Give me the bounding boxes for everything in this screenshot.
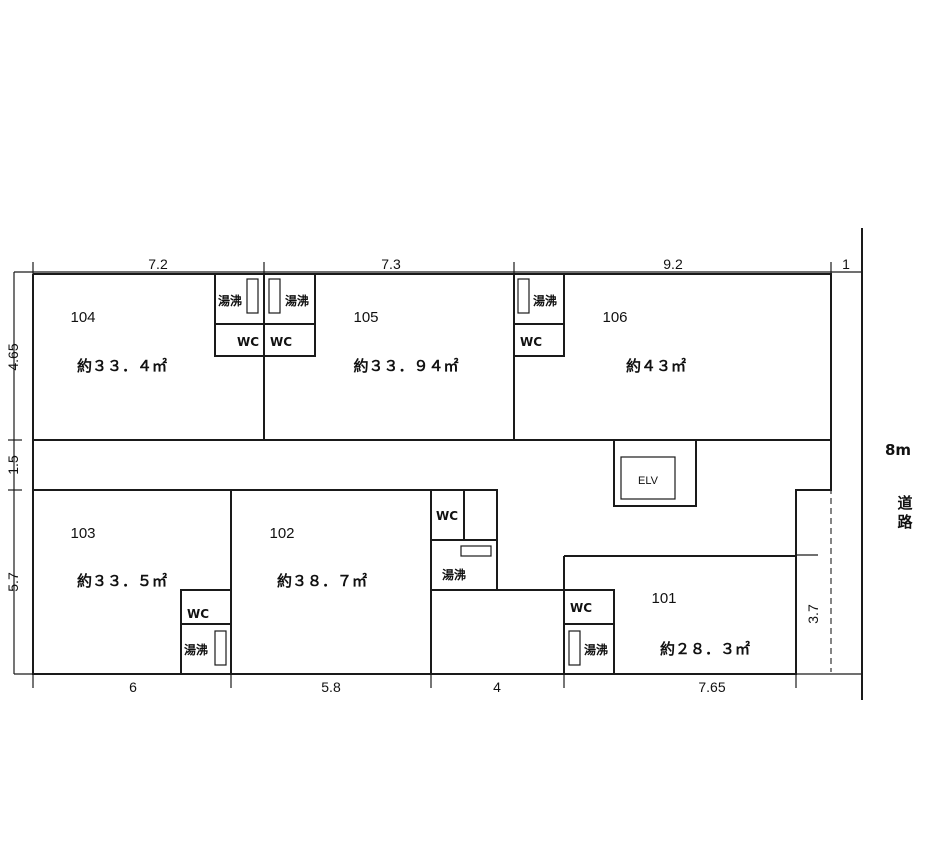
room-106-area: 約４３㎡ [626, 357, 686, 375]
road-width: 8m [885, 441, 911, 459]
room-105-area: 約３３．９４㎡ [353, 357, 458, 375]
room-105-number: 105 [353, 309, 378, 326]
water-heater-103: 湯沸 [184, 642, 208, 657]
room-101-number: 101 [651, 590, 676, 607]
dimension-top-3: 9.2 [663, 256, 683, 272]
building-walls [32, 273, 832, 675]
dimension-lines [8, 262, 862, 688]
dimension-top-1: 7.2 [148, 256, 168, 272]
dimension-right: 3.7 [805, 604, 821, 624]
elevator: ELV [613, 439, 697, 507]
water-heater-101: 湯沸 [584, 642, 608, 657]
elevator-label: ELV [638, 475, 659, 487]
road-label-1: 道 [897, 494, 912, 512]
water-heater-106: 湯沸 [533, 293, 557, 308]
wc-106: WC [520, 335, 542, 349]
dimension-left-2: 1.5 [5, 455, 21, 475]
room-104-area: 約３３．４㎡ [77, 357, 167, 375]
dimension-bottom-1: 6 [129, 679, 137, 695]
wc-104: WC [237, 335, 259, 349]
room-101-area: 約２８．３㎡ [660, 640, 750, 658]
fixtures-103: WC 湯沸 [180, 589, 232, 675]
road: 8m 道 路 [830, 228, 913, 700]
room-102-number: 102 [269, 525, 294, 542]
room-labels: 104 約３３．４㎡ 105 約３３．９４㎡ 106 約４３㎡ 103 約３３．… [70, 309, 750, 658]
water-heater-104: 湯沸 [218, 293, 242, 308]
fixtures-102: WC 湯沸 [430, 489, 498, 591]
wc-103: WC [187, 607, 209, 621]
wc-105: WC [270, 335, 292, 349]
dimension-bottom-2: 5.8 [321, 679, 341, 695]
dimension-left-3: 5.7 [5, 572, 21, 592]
dimension-top-4: 1 [842, 256, 850, 272]
dimension-labels: 7.2 7.3 9.2 1 6 5.8 4 7.65 4.65 1.5 5.7 … [5, 256, 850, 695]
water-heater-102: 湯沸 [442, 567, 466, 582]
room-102-area: 約３８．７㎡ [277, 572, 367, 590]
fixtures-106: 湯沸 WC [513, 273, 565, 357]
road-label-2: 路 [897, 513, 913, 531]
water-heater-105: 湯沸 [285, 293, 309, 308]
fixtures-104-105: 湯沸 湯沸 WC WC [214, 273, 316, 357]
dimension-bottom-3: 4 [493, 679, 501, 695]
wc-102: WC [436, 509, 458, 523]
room-106-number: 106 [602, 309, 627, 326]
dimension-left-1: 4.65 [5, 343, 21, 370]
dimension-bottom-4: 7.65 [698, 679, 725, 695]
wc-101: WC [570, 601, 592, 615]
room-103-area: 約３３．５㎡ [77, 572, 167, 590]
fixtures-101: WC 湯沸 [563, 589, 615, 675]
dimension-top-2: 7.3 [381, 256, 401, 272]
room-104-number: 104 [70, 309, 95, 326]
room-103-number: 103 [70, 525, 95, 542]
